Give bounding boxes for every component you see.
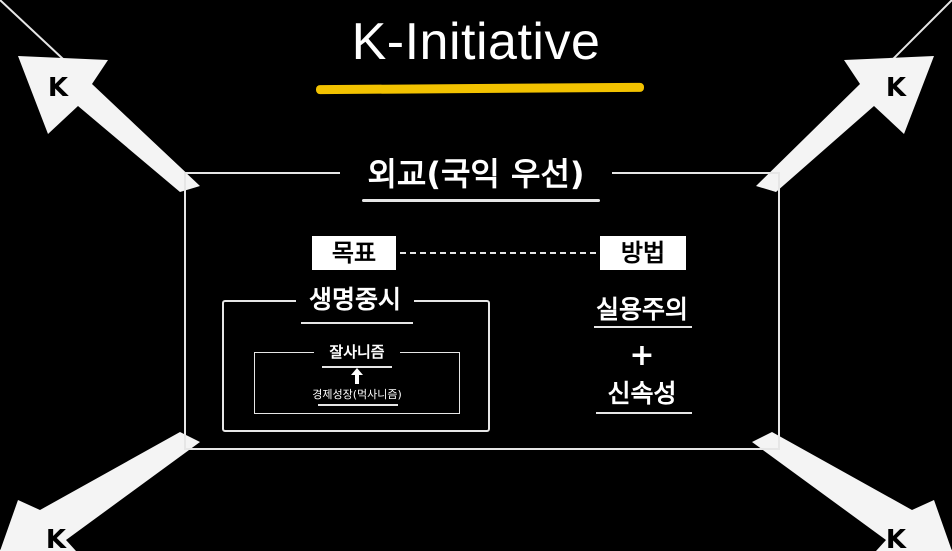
svg-text:K: K xyxy=(48,73,69,103)
arrow-bottom-left-icon: K xyxy=(0,432,200,551)
goal-method-connector xyxy=(400,252,596,254)
arrow-up-icon xyxy=(351,368,363,384)
goal-tag: 목표 xyxy=(312,236,396,270)
goal-base: 경제성장(먹사니즘) xyxy=(312,388,402,401)
goal-secondary: 잘사니즘 xyxy=(314,340,400,364)
method-first-underline xyxy=(594,326,692,328)
arrow-top-right-icon: K xyxy=(756,56,934,192)
goal-secondary-underline xyxy=(322,366,392,368)
goal-primary: 생명중시 xyxy=(296,282,414,318)
method-second: 신속성 xyxy=(607,379,677,408)
goal-primary-underline xyxy=(301,322,413,324)
goal-base-underline xyxy=(318,404,398,406)
svg-text:K: K xyxy=(886,525,907,551)
diplomacy-heading: 외교(국익 우선) xyxy=(340,152,612,196)
method-second-underline xyxy=(596,412,692,414)
arrow-bottom-right-icon: K xyxy=(752,432,952,551)
arrow-top-left-icon: K xyxy=(18,56,200,192)
heading-underline xyxy=(362,199,600,202)
method-tag: 방법 xyxy=(600,236,686,270)
svg-text:K: K xyxy=(46,525,67,551)
svg-text:K: K xyxy=(886,73,907,103)
page-title: K-Initiative xyxy=(351,13,601,71)
method-first: 실용주의 xyxy=(595,295,688,324)
plus-icon: + xyxy=(629,338,655,373)
